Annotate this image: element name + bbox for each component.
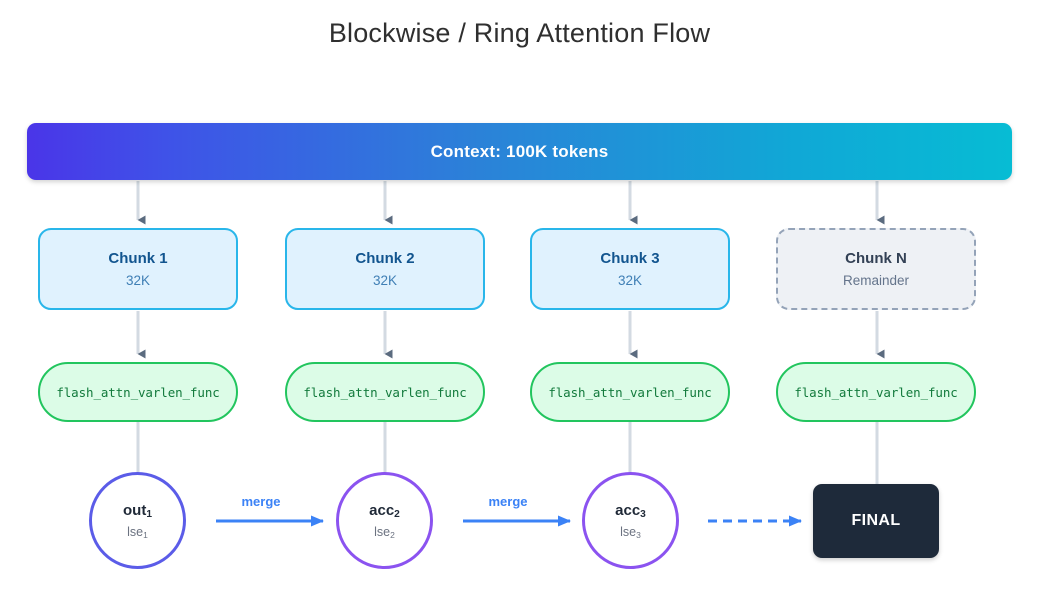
accumulator-lse-label: lse1	[127, 525, 148, 540]
chunk-box-1[interactable]: Chunk 1 32K	[38, 228, 238, 310]
accumulator-main-label: acc2	[369, 501, 400, 521]
merge-label-1: merge	[241, 494, 281, 509]
chunk-subtitle: Remainder	[842, 272, 910, 288]
chunk-to-kernel-connectors	[136, 311, 885, 359]
accumulator-lse-label: lse3	[620, 525, 641, 540]
accumulator-circle-3[interactable]: acc3 lse3	[582, 472, 679, 569]
chunk-title: Chunk 2	[355, 250, 415, 268]
accumulator-circle-1[interactable]: out1 lse1	[89, 472, 186, 569]
chunk-title: Chunk 3	[600, 250, 660, 268]
kernel-to-accumulator-connectors	[136, 422, 879, 484]
context-bar: Context: 100K tokens	[27, 123, 1012, 180]
chunk-title: Chunk N	[845, 250, 907, 268]
kernel-box-n[interactable]: flash_attn_varlen_func	[776, 362, 976, 422]
chunk-subtitle: 32K	[372, 272, 398, 288]
context-bar-label: Context: 100K tokens	[430, 141, 609, 161]
chunk-title: Chunk 1	[108, 250, 168, 268]
chunk-subtitle: 32K	[125, 272, 151, 288]
final-label: FINAL	[851, 512, 901, 529]
kernel-box-2[interactable]: flash_attn_varlen_func	[285, 362, 485, 422]
context-to-chunk-connectors	[136, 181, 885, 225]
accumulator-main-label: acc3	[615, 501, 646, 521]
final-box[interactable]: FINAL	[813, 484, 939, 558]
page-title: Blockwise / Ring Attention Flow	[328, 18, 711, 48]
kernel-box-3[interactable]: flash_attn_varlen_func	[530, 362, 730, 422]
kernel-label: flash_attn_varlen_func	[548, 384, 712, 400]
kernel-box-1[interactable]: flash_attn_varlen_func	[38, 362, 238, 422]
merge-label-2: merge	[488, 494, 528, 509]
kernel-label: flash_attn_varlen_func	[303, 384, 467, 400]
chunk-box-3[interactable]: Chunk 3 32K	[530, 228, 730, 310]
chunk-subtitle: 32K	[617, 272, 643, 288]
kernel-label: flash_attn_varlen_func	[794, 384, 958, 400]
accumulator-lse-label: lse2	[374, 525, 395, 540]
accumulator-main-label: out1	[123, 501, 152, 521]
accumulator-circle-2[interactable]: acc2 lse2	[336, 472, 433, 569]
chunk-box-2[interactable]: Chunk 2 32K	[285, 228, 485, 310]
chunk-box-n[interactable]: Chunk N Remainder	[776, 228, 976, 310]
kernel-label: flash_attn_varlen_func	[56, 384, 220, 400]
